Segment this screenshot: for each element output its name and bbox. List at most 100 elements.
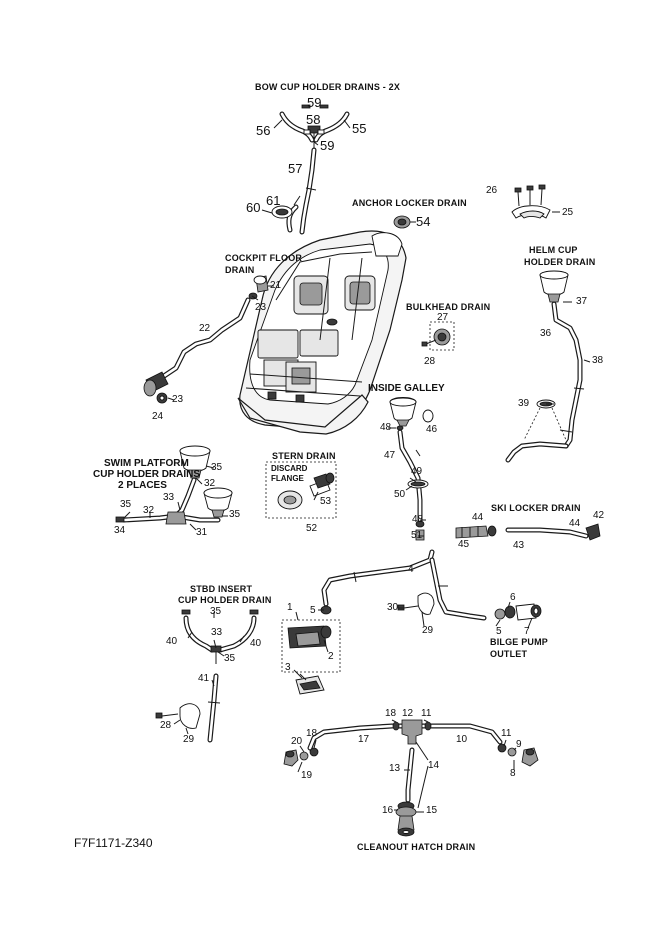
callout-51: 51 (411, 530, 423, 541)
swim-platform-title-line3: 2 PLACES (118, 480, 167, 491)
callout-21: 21 (270, 280, 282, 291)
discard-label-line2: FLANGE (271, 474, 304, 483)
callout-7: 7 (524, 626, 530, 637)
callout-22: 22 (199, 323, 211, 334)
callout-15: 15 (426, 805, 438, 816)
callout-19: 19 (301, 770, 313, 781)
stbd-insert-cup-holder-drain-assembly (155, 609, 259, 743)
callout-50: 50 (394, 489, 406, 500)
stern-drain-assembly (265, 461, 337, 519)
callout-56: 56 (256, 123, 271, 138)
callout-17: 17 (358, 734, 370, 745)
callout-43: 43 (513, 540, 525, 551)
callout-40: 40 (166, 636, 178, 647)
callout-18: 18 (306, 728, 318, 739)
cockpit-floor-title-line1: COCKPIT FLOOR (225, 253, 303, 263)
cockpit-floor-title-line2: DRAIN (225, 265, 255, 275)
callout-6: 6 (510, 592, 516, 603)
helm-cup-holder-drain-assembly (505, 270, 585, 463)
callout-57: 57 (288, 161, 303, 176)
callout-29: 29 (183, 734, 195, 745)
callout-3: 3 (285, 662, 291, 673)
callout-39: 39 (518, 398, 530, 409)
callout-35: 35 (120, 499, 132, 510)
callout-44: 44 (569, 518, 581, 529)
swim-platform-title-line2: CUP HOLDER DRAINS (93, 469, 201, 480)
bilge-pump-title-line2: OUTLET (490, 649, 528, 659)
callout-29: 29 (422, 625, 434, 636)
cup-holder-bezel (511, 184, 551, 219)
callout-1: 1 (287, 602, 293, 613)
callout-28: 28 (424, 356, 436, 367)
stbd-insert-title-line2: CUP HOLDER DRAIN (178, 595, 272, 605)
discard-label-line1: DISCARD (271, 464, 308, 473)
bulkhead-drain-assembly (421, 321, 455, 351)
callout-27: 27 (437, 312, 449, 323)
callout-35: 35 (229, 509, 241, 520)
callout-46: 46 (426, 424, 438, 435)
anchor-locker-title: ANCHOR LOCKER DRAIN (352, 198, 467, 208)
helm-cup-title-line2: HOLDER DRAIN (524, 257, 596, 267)
callout-24: 24 (152, 411, 164, 422)
callout-25: 25 (562, 207, 574, 218)
callout-55: 55 (352, 121, 367, 136)
callout-41: 41 (198, 673, 210, 684)
callout-20: 20 (291, 736, 303, 747)
bilge-pump-title-line1: BILGE PUMP (490, 637, 549, 647)
ski-locker-title: SKI LOCKER DRAIN (491, 503, 581, 513)
anchor-locker-drain (393, 215, 411, 229)
callout-60: 60 (246, 200, 261, 215)
cleanout-hatch-title: CLEANOUT HATCH DRAIN (357, 842, 476, 852)
callout-13: 13 (389, 763, 401, 774)
callout-49: 49 (411, 466, 423, 477)
bilge-pump-outlet-assembly (281, 549, 542, 695)
figure-code: F7F1171-Z340 (74, 836, 153, 850)
callout-48: 48 (412, 514, 424, 525)
callout-5: 5 (496, 626, 502, 637)
swim-platform-title-line1: SWIM PLATFORM (104, 458, 189, 469)
stern-title: STERN DRAIN (272, 451, 336, 461)
cleanout-hatch-drain-assembly (283, 719, 539, 837)
callout-45: 45 (458, 539, 470, 550)
callout-35: 35 (210, 606, 222, 617)
callout-47: 47 (384, 450, 396, 461)
callout-30: 30 (387, 602, 399, 613)
callout-53: 53 (320, 496, 332, 507)
callout-32: 32 (204, 478, 216, 489)
callout-16: 16 (382, 805, 394, 816)
callout-33: 33 (211, 627, 223, 638)
bow-cup-holder-drain-assembly (261, 104, 350, 235)
callout-52: 52 (306, 523, 318, 534)
callout-48: 48 (380, 422, 392, 433)
callout-35: 35 (224, 653, 236, 664)
callout-5: 5 (310, 605, 316, 616)
callout-4: 4 (408, 564, 414, 575)
swim-platform-cup-holder-drain-assembly (115, 445, 233, 525)
callout-11: 11 (421, 708, 432, 719)
callout-23: 23 (255, 302, 267, 313)
callout-37: 37 (576, 296, 588, 307)
callout-59: 59 (320, 138, 335, 153)
callout-31: 31 (196, 527, 208, 538)
callout-23: 23 (172, 394, 184, 405)
bulkhead-title: BULKHEAD DRAIN (406, 302, 491, 312)
callout-28: 28 (160, 720, 172, 731)
callout-35: 35 (211, 462, 223, 473)
callout-12: 12 (402, 708, 414, 719)
callout-26: 26 (486, 185, 498, 196)
callout-11: 11 (501, 728, 512, 739)
callout-10: 10 (456, 734, 468, 745)
bow-cup-holder-title: BOW CUP HOLDER DRAINS - 2X (255, 82, 401, 92)
stbd-insert-title-line1: STBD INSERT (190, 584, 253, 594)
callout-34: 34 (114, 525, 126, 536)
helm-cup-title-line1: HELM CUP (529, 245, 578, 255)
callout-32: 32 (143, 505, 155, 516)
callout-36: 36 (540, 328, 552, 339)
callout-18: 18 (385, 708, 397, 719)
callout-38: 38 (592, 355, 604, 366)
callout-8: 8 (510, 768, 516, 779)
callout-59: 59 (307, 95, 322, 110)
callout-44: 44 (472, 512, 484, 523)
leader-lines (123, 119, 591, 813)
callout-61: 61 (266, 193, 281, 208)
